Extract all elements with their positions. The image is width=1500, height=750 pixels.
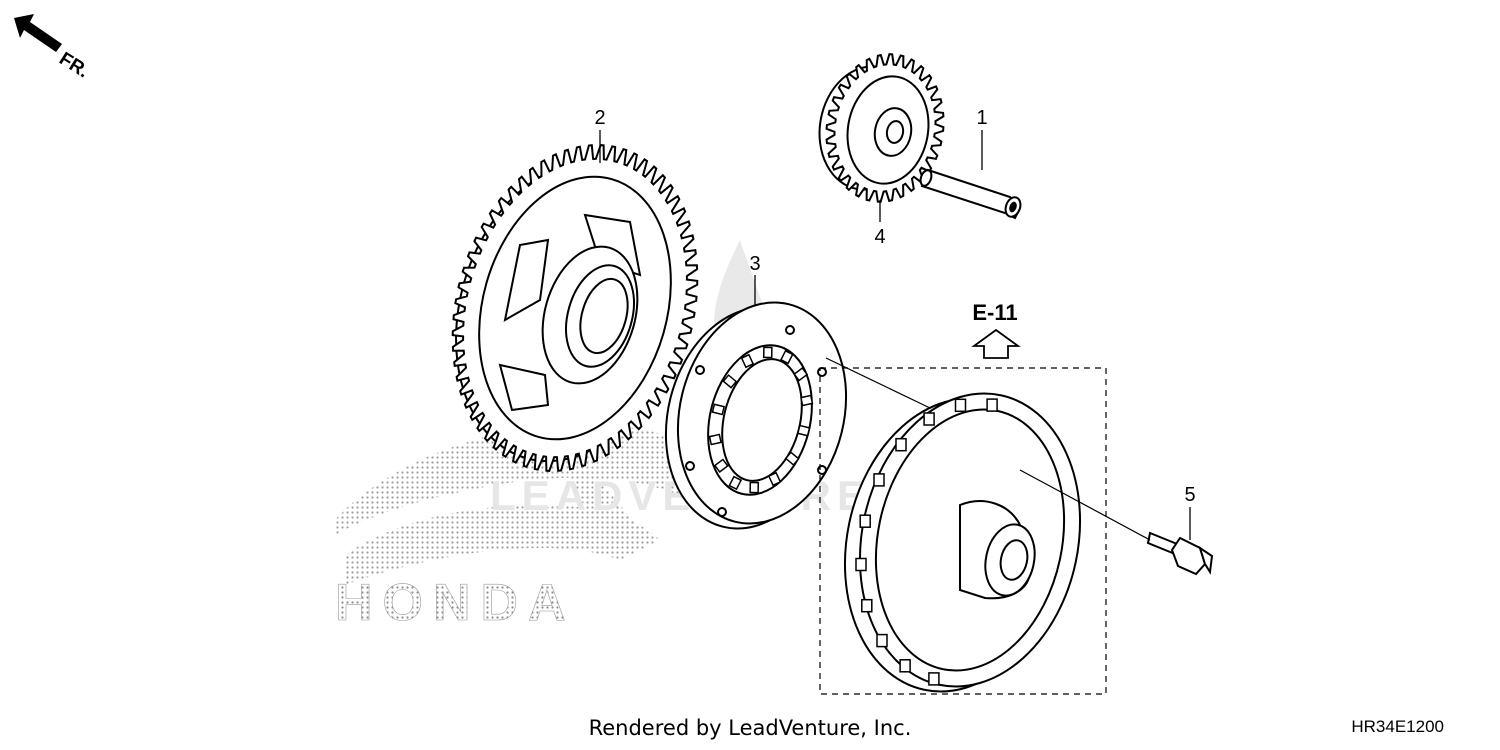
callout-2[interactable]: 2 <box>594 107 605 129</box>
part-3-starter-clutch[interactable] <box>643 284 868 546</box>
arrow-icon <box>14 14 62 52</box>
callout-3[interactable]: 3 <box>749 253 760 275</box>
honda-logo-text: HONDA <box>335 574 576 633</box>
reference-e11: E-11 <box>971 300 1021 359</box>
footer-credit: Rendered by LeadVenture, Inc. <box>588 716 912 740</box>
diagram-code: HR34E1200 <box>1351 717 1444 736</box>
callout-1[interactable]: 1 <box>976 107 987 129</box>
up-arrow-icon <box>971 328 1021 359</box>
front-label: FR. <box>55 48 92 82</box>
flywheel-assembly[interactable] <box>819 373 1107 712</box>
part-4-idle-gear[interactable] <box>810 53 945 203</box>
reference-label: E-11 <box>972 300 1017 325</box>
assembly-center-line <box>825 357 1151 541</box>
reference-box <box>819 367 1107 695</box>
callout-4[interactable]: 4 <box>874 226 885 248</box>
callout-5[interactable]: 5 <box>1184 484 1195 506</box>
part-1-idle-gear-shaft[interactable] <box>919 168 1023 220</box>
front-direction-indicator: FR. <box>14 14 92 82</box>
part-5-flywheel-bolt[interactable] <box>1146 531 1214 576</box>
honda-wordmark: HONDA <box>335 574 576 632</box>
part-2-starter-driven-gear[interactable] <box>422 136 713 488</box>
